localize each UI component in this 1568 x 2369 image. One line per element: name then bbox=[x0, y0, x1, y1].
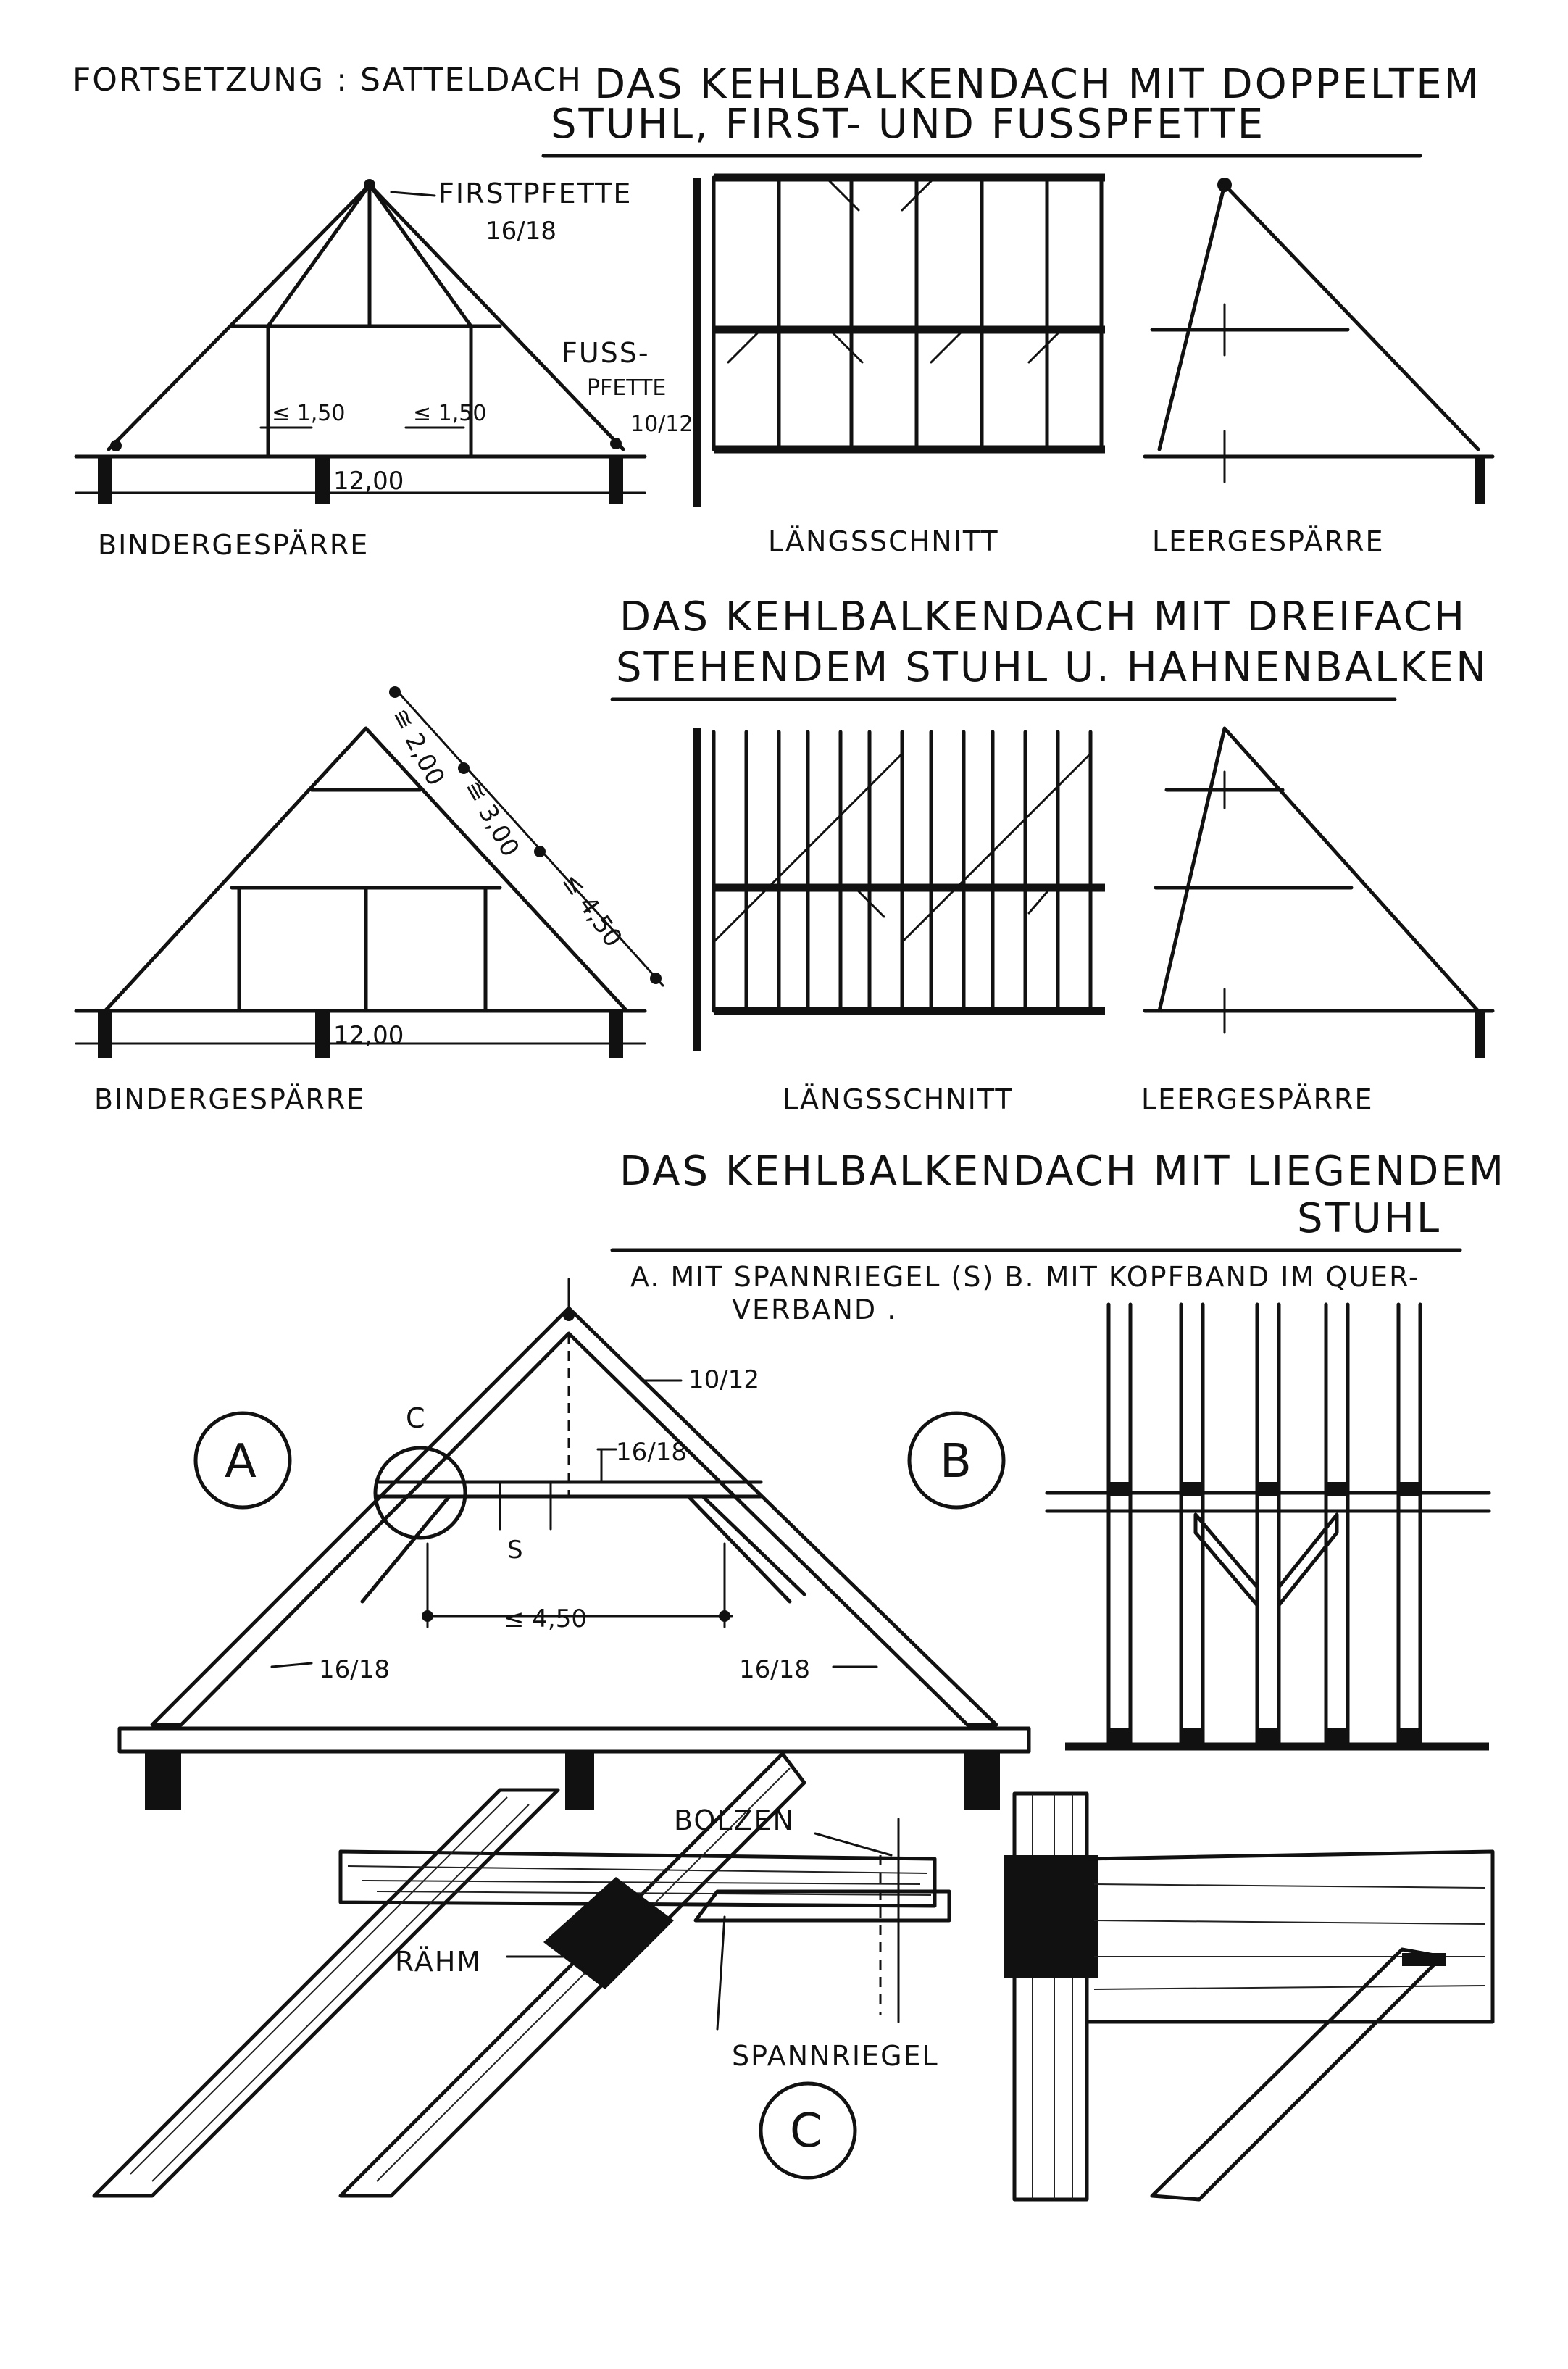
firstpfette-label: FIRSTPFETTE bbox=[438, 178, 632, 209]
circle-c-marker: C bbox=[406, 1402, 427, 1434]
section2-bindergesparre bbox=[74, 686, 664, 1058]
fusspfette-size: 10/12 bbox=[630, 412, 693, 437]
section1-laengsschnitt bbox=[693, 173, 1105, 507]
dim-3-00: ≅ 3,00 bbox=[458, 775, 525, 862]
span-2: 12,00 bbox=[333, 1021, 404, 1050]
dim-left: ≤ 1,50 bbox=[272, 401, 345, 426]
dim-2-00: ≅ 2,00 bbox=[385, 703, 450, 790]
span-1: 12,00 bbox=[333, 467, 404, 496]
circle-a-label: A bbox=[225, 1435, 257, 1489]
title1-line1: DAS KEHLBALKENDACH MIT DOPPELTEM bbox=[594, 61, 1481, 108]
caption-leer-2: LEERGESPÄRRE bbox=[1141, 1083, 1373, 1115]
circle-b-label: B bbox=[940, 1435, 972, 1489]
section1-bindergesparre bbox=[74, 179, 647, 504]
firstpfette-size: 16/18 bbox=[485, 217, 556, 246]
caption-binder-2: BINDERGESPÄRRE bbox=[94, 1083, 365, 1115]
title3-line2: STUHL bbox=[1297, 1195, 1441, 1242]
detail-c-drawing bbox=[92, 1752, 1495, 2202]
size-16-18-mid: 16/18 bbox=[616, 1438, 687, 1467]
caption-leer-1: LEERGESPÄRRE bbox=[1152, 525, 1384, 557]
size-16-18-left: 16/18 bbox=[319, 1655, 390, 1684]
circle-a bbox=[193, 1411, 292, 1510]
section3-b-langsverband bbox=[1045, 1302, 1491, 1751]
caption-laengs-1: LÄNGSSCHNITT bbox=[768, 525, 999, 557]
title2-line2: STEHENDEM STUHL U. HAHNENBALKEN bbox=[616, 644, 1488, 691]
bolzen-label: BOLZEN bbox=[674, 1804, 795, 1836]
size-16-18-right: 16/18 bbox=[739, 1655, 810, 1684]
section2-leergesparre bbox=[1143, 726, 1495, 1058]
title1-line2: STUHL, FIRST- UND FUSSPFETTE bbox=[551, 101, 1265, 148]
section3-a-truss bbox=[117, 1278, 1031, 1810]
subtitle-3-line2: VERBAND . bbox=[732, 1294, 897, 1325]
title3-line1: DAS KEHLBALKENDACH MIT LIEGENDEM bbox=[620, 1148, 1506, 1195]
raehm-label: RÄHM bbox=[395, 1946, 482, 1978]
s-label: S bbox=[507, 1536, 523, 1565]
section2-laengsschnitt bbox=[693, 728, 1105, 1051]
section1-leergesparre bbox=[1143, 178, 1495, 504]
size-10-12: 10/12 bbox=[688, 1365, 759, 1394]
caption-laengs-2: LÄNGSSCHNITT bbox=[783, 1083, 1014, 1115]
fusspfette-label-1: FUSS- bbox=[562, 337, 650, 369]
title2-line1: DAS KEHLBALKENDACH MIT DREIFACH bbox=[620, 594, 1467, 641]
dim-span-4-50: ≤ 4,50 bbox=[504, 1604, 587, 1633]
dim-right: ≤ 1,50 bbox=[413, 401, 486, 426]
spannriegel-label: SPANNRIEGEL bbox=[732, 2040, 939, 2072]
header-left: FORTSETZUNG : SATTELDACH bbox=[72, 62, 583, 99]
circle-b bbox=[907, 1411, 1006, 1510]
subtitle-3-line1: A. MIT SPANNRIEGEL (S) B. MIT KOPFBAND I… bbox=[630, 1261, 1420, 1293]
circle-c bbox=[759, 2081, 857, 2180]
caption-binder-1: BINDERGESPÄRRE bbox=[98, 529, 369, 561]
circle-c-label: C bbox=[790, 2104, 822, 2158]
dim-4-50: ≤ 4,50 bbox=[556, 867, 628, 952]
fusspfette-label-2: PFETTE bbox=[587, 375, 666, 401]
